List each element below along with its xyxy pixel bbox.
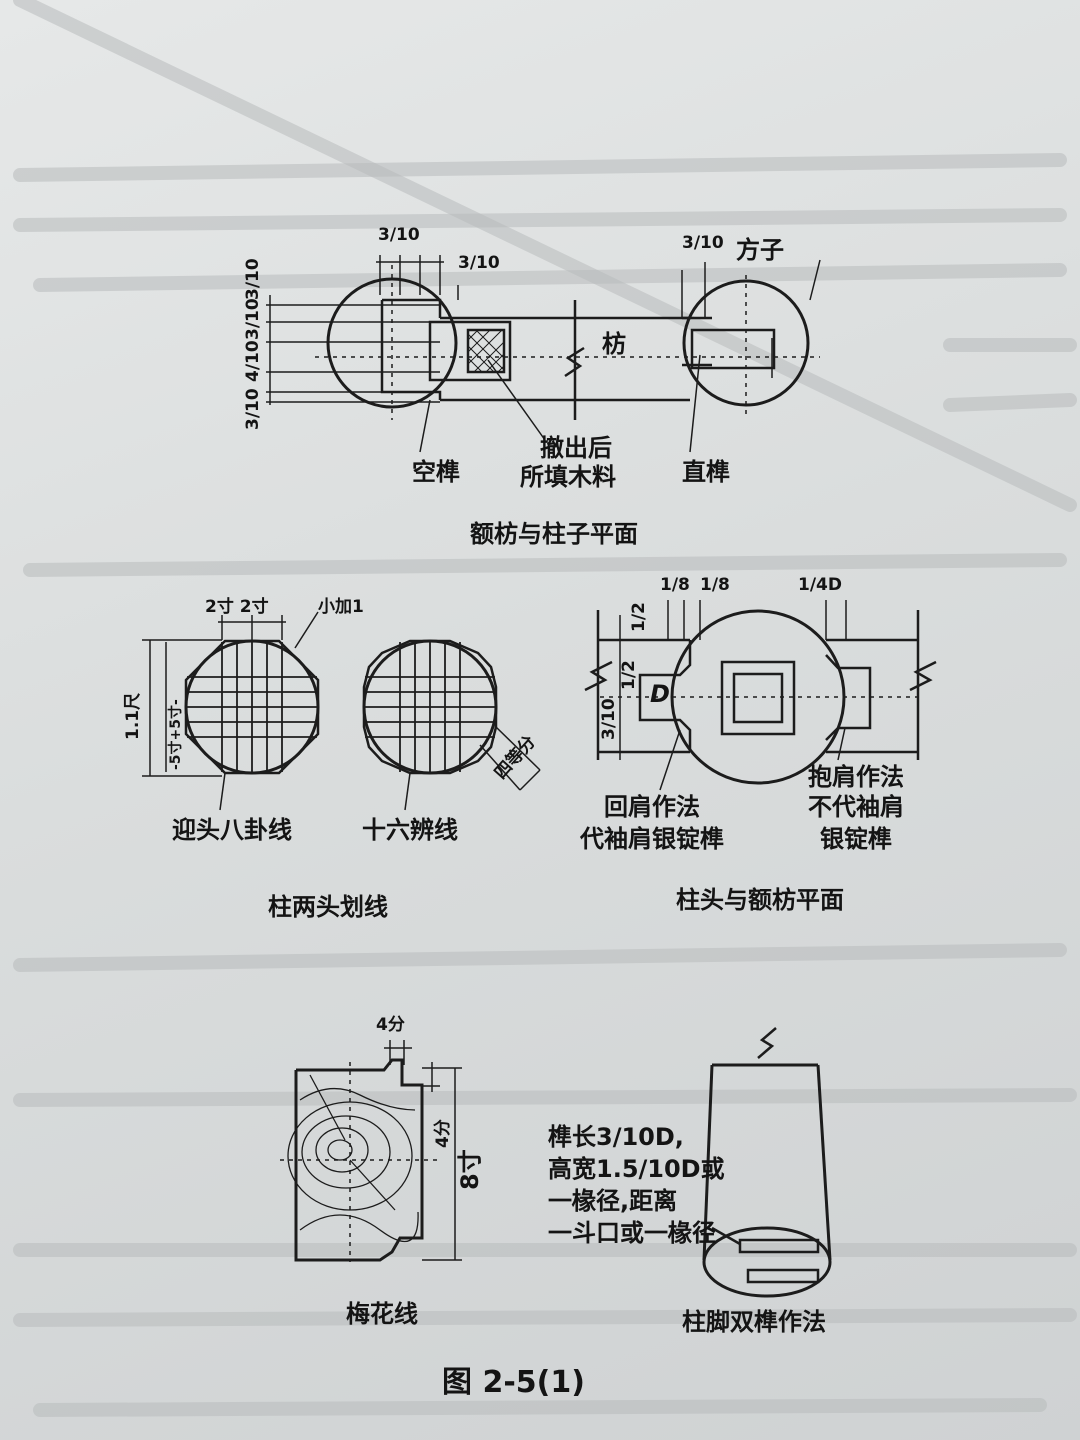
left-column-circle <box>326 277 458 409</box>
label-half: 1/2 <box>619 660 639 690</box>
caption-capital-beam-plan: 柱头与额枋平面 <box>676 886 844 914</box>
label-dim-1-2-top: 1/2 <box>629 602 649 632</box>
label-empty-tenon: 空榫 <box>412 458 460 486</box>
panel3-labels: 1/8 1/8 1/2 1/4D 1/2 D 3/10 回肩作法 代袖肩银锭榫 … <box>579 575 904 914</box>
label-four-equal: 四等分 <box>490 731 540 783</box>
label-sixteen: 十六辨线 <box>362 816 458 844</box>
label-octagon: 迎头八卦线 <box>172 816 292 844</box>
dim-left-3: 3/10 <box>243 388 263 430</box>
label-straight-tenon: 直榫 <box>682 458 730 486</box>
label-hold-1: 抱肩作法 <box>808 763 904 791</box>
dim-top-2: 3/10 <box>458 253 500 273</box>
label-return-1: 回肩作法 <box>604 793 700 821</box>
caption-column-end-lines: 柱两头划线 <box>268 893 388 921</box>
plum-block <box>294 1058 424 1262</box>
plum-rings <box>287 1074 419 1242</box>
label-filled-2: 所填木料 <box>520 463 616 491</box>
label-hold-3: 银锭榫 <box>820 825 892 853</box>
note-line-2: 高宽1.5/10D或 <box>548 1155 725 1183</box>
fang-beam <box>380 298 776 420</box>
panel2-labels: 2寸 2寸 小加1 1.1尺 -5寸+5寸- 四等分 迎头八卦线 十六辨线 柱两… <box>123 596 540 921</box>
panel1-labels: 3/10 3/10 3/10 3/10 4/10 3/10 3/10 方子 枋 … <box>243 225 784 548</box>
label-three-tenths: 3/10 <box>599 698 619 740</box>
panel-plum-lines: 4分 4分 8寸 梅花线 <box>280 1015 484 1328</box>
dim-top-3: 3/10 <box>682 233 724 253</box>
note-line-4: 一斗口或一椽径 <box>548 1219 716 1247</box>
panel-beam-column-plan: 3/10 3/10 3/10 3/10 4/10 3/10 3/10 方子 枋 … <box>243 225 821 548</box>
label-half-dims: -5寸+5寸- <box>167 699 184 770</box>
octagon-outline <box>184 639 320 775</box>
panel3-dims <box>619 600 847 791</box>
tenon-column <box>702 1063 832 1298</box>
panel2-dims <box>142 611 541 811</box>
plum-dims <box>280 1040 462 1262</box>
caption-double-tenon: 柱脚双榫作法 <box>682 1308 826 1336</box>
caption-beam-column-plan: 额枋与柱子平面 <box>470 520 638 548</box>
dim-top-1: 3/10 <box>378 225 420 245</box>
panel4-labels: 4分 4分 8寸 梅花线 <box>346 1015 484 1328</box>
sixteen-outline <box>362 639 498 775</box>
label-fang: 枋 <box>602 330 626 358</box>
tenon-slots <box>711 1027 820 1284</box>
panel-double-tenon: 榫长3/10D, 高宽1.5/10D或 一椽径,距离 一斗口或一椽径 柱脚双榫作… <box>548 1027 832 1336</box>
panel-capital-beam-plan: 1/8 1/8 1/2 1/4D 1/2 D 3/10 回肩作法 代袖肩银锭榫 … <box>579 575 937 914</box>
label-d: D <box>650 680 670 708</box>
caption-plum-lines: 梅花线 <box>346 1300 418 1328</box>
label-left-dim: 1.1尺 <box>123 693 143 740</box>
label-quarter-d: 1/4D <box>798 575 842 595</box>
panel5-notes: 榫长3/10D, 高宽1.5/10D或 一椽径,距离 一斗口或一椽径 柱脚双榫作… <box>548 1123 826 1336</box>
sixteen-grid <box>365 642 495 772</box>
label-top-dims: 2寸 2寸 <box>205 596 269 617</box>
dim-left-2: 4/10 <box>243 340 263 382</box>
label-dim-1-8a: 1/8 <box>660 575 690 595</box>
label-dim-1-8b: 1/8 <box>700 575 730 595</box>
bleed-through <box>13 0 1077 1417</box>
note-line-1: 榫长3/10D, <box>548 1123 684 1151</box>
dim-left-4: 3/10 <box>243 258 263 300</box>
label-hold-2: 不代袖肩 <box>808 793 904 821</box>
label-plum-height: 8寸 <box>456 1149 484 1190</box>
figure-caption: 图 2-5(1) <box>442 1365 585 1400</box>
note-line-3: 一椽径,距离 <box>548 1187 677 1215</box>
panel-column-end-lines: 2寸 2寸 小加1 1.1尺 -5寸+5寸- 四等分 迎头八卦线 十六辨线 柱两… <box>123 596 541 921</box>
label-plum-side: 4分 <box>433 1119 453 1148</box>
dimension-lines <box>266 255 821 453</box>
label-return-2: 代袖肩银锭榫 <box>579 825 724 853</box>
filled-wood-hatch <box>467 329 505 373</box>
dim-left-1: 3/10 <box>243 298 263 340</box>
label-plum-top: 4分 <box>376 1015 405 1035</box>
center-lines <box>315 265 820 420</box>
capital-square <box>720 660 796 736</box>
capital-beams <box>584 610 937 760</box>
label-small-add: 小加1 <box>318 597 364 617</box>
label-filled-1: 撤出后 <box>540 434 612 462</box>
octagon-grid <box>187 642 317 772</box>
label-square-core: 方子 <box>736 236 784 264</box>
